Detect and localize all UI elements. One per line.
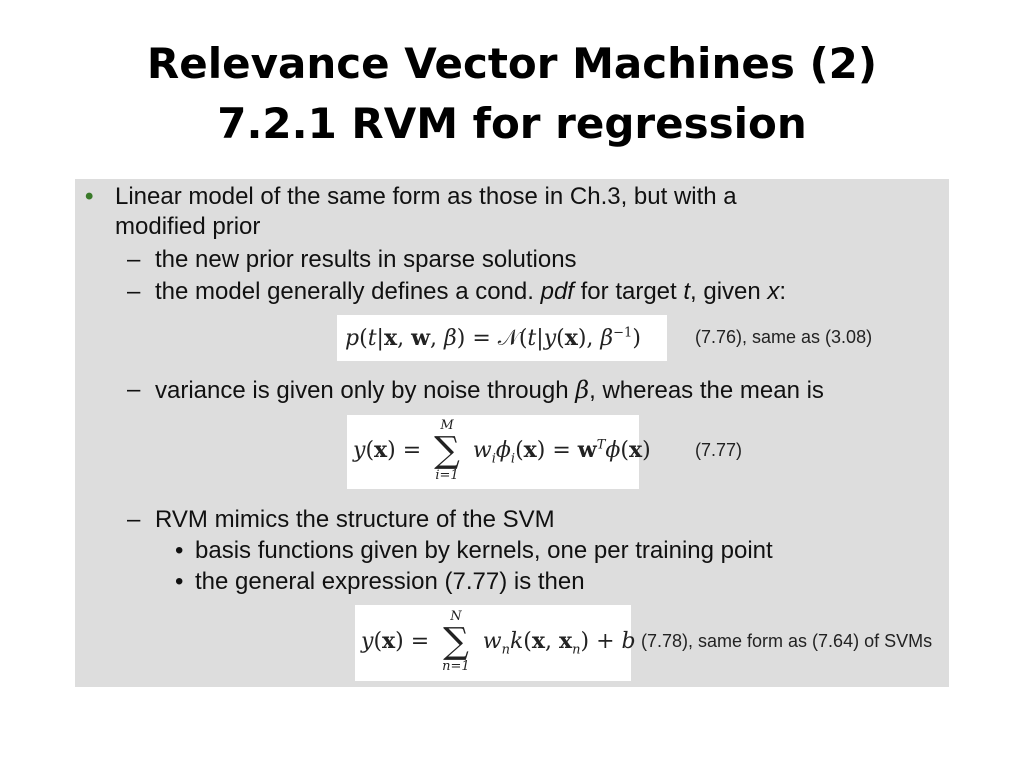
title-line-2: 7.2.1 RVM for regression [217, 99, 807, 148]
equation-7-77-label: (7.77) [695, 440, 743, 460]
equation-7-76-image: p(t|x, w, β) = 𝒩(t|y(x), β−1) [337, 315, 667, 361]
sub-bullet-1: the new prior results in sparse solution… [155, 246, 577, 273]
dash-icon: – [127, 278, 141, 305]
equation-7-78-label: (7.78), same form as (7.64) of SVMs [641, 631, 933, 651]
title-line-1: Relevance Vector Machines (2) [146, 39, 878, 88]
bullet-icon: • [85, 183, 94, 210]
dash-icon: – [127, 376, 141, 403]
bullet-1-line-1: Linear model of the same form as those i… [115, 183, 737, 210]
equation-7-78-image: y(x) = N∑n=1 wnk(x, xn) + b [355, 605, 636, 681]
dash-icon: – [127, 506, 141, 533]
content-panel: • Linear model of the same form as those… [75, 179, 949, 687]
slide-title: Relevance Vector Machines (2) 7.2.1 RVM … [0, 34, 1024, 154]
dash-icon: – [127, 246, 141, 273]
equation-7-77-image: y(x) = M∑i=1 wiϕi(x) = wTϕ(x) [347, 415, 651, 489]
sub-sub-bullet-2: the general expression (7.77) is then [195, 568, 585, 595]
equation-7-76-label: (7.76), same as (3.08) [695, 327, 873, 347]
sub-bullet-4: RVM mimics the structure of the SVM [155, 506, 555, 533]
sub-bullet-3: variance is given only by noise through … [155, 376, 824, 404]
small-bullet-icon: • [175, 568, 184, 595]
bullet-1-line-2: modified prior [115, 213, 261, 240]
small-bullet-icon: • [175, 537, 184, 564]
sub-sub-bullet-1: basis functions given by kernels, one pe… [195, 537, 773, 564]
sub-bullet-2: the model generally defines a cond. pdf … [155, 278, 787, 305]
